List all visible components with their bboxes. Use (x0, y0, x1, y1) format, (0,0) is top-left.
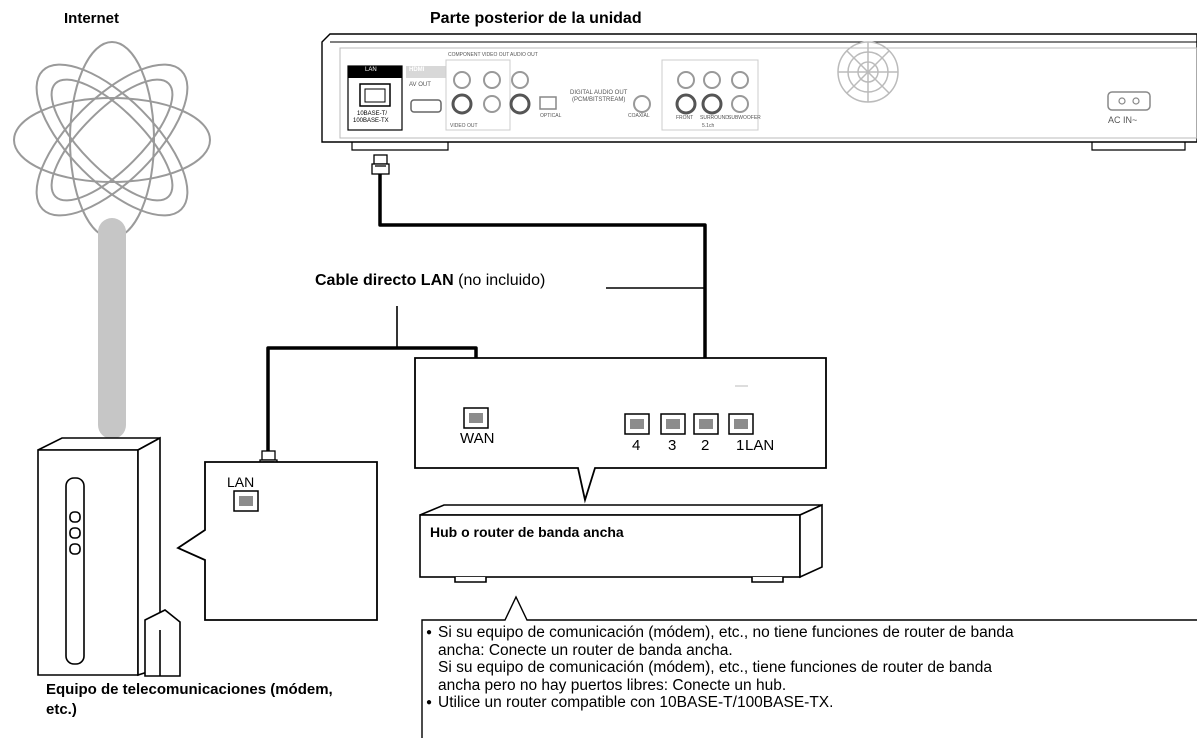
wan-port-label: WAN (460, 430, 495, 447)
router-port-number: 4 (632, 437, 641, 454)
note-line: ancha pero no hay puertos libres: Conect… (438, 676, 787, 694)
router-callout (414, 357, 827, 504)
bullet-icon: ● (426, 697, 433, 708)
modem-lan-label: LAN (227, 474, 255, 490)
bullet-icon: ● (426, 627, 433, 638)
cable-label-pointers (396, 287, 705, 348)
unit-ch-label: 5.1ch (702, 123, 715, 129)
notes-list: ● Si su equipo de comunicación (módem), … (426, 624, 1188, 712)
modem-callout (176, 461, 378, 621)
note-item: ● Utilice un router compatible con 10BAS… (426, 694, 1188, 712)
unit-hdmi-sub: AV OUT (409, 82, 431, 88)
cable-label-note: (no incluido) (458, 272, 546, 289)
unit-rear-panel (321, 33, 1197, 151)
notes-callout (421, 595, 1197, 738)
unit-surround-label: SURROUND (700, 115, 729, 121)
router-lan-ports (624, 413, 754, 435)
unit-pcm-label: (PCM/BITSTREAM) (572, 97, 626, 103)
unit-subwoofer-label: SUBWOOFER (728, 115, 761, 121)
router-port-number: 2 (701, 437, 710, 454)
note-line: ancha: Conecte un router de banda ancha. (438, 641, 733, 659)
router-lan-label: LAN (745, 437, 775, 454)
unit-lan-spec-2: 100BASE-TX (353, 118, 389, 124)
unit-audio-out-label: AUDIO OUT (510, 52, 538, 58)
fan-grill-icon (837, 41, 899, 103)
unit-front-label: FRONT (676, 115, 694, 121)
note-line: Si su equipo de comunicación (módem), et… (438, 624, 1014, 641)
modem-caption-line2: etc.) (46, 701, 77, 718)
modem-device (37, 436, 181, 677)
unit-video-out-label: VIDEO OUT (450, 123, 478, 129)
modem-caption-line1: Equipo de telecomunicaciones (módem, (46, 681, 333, 698)
modem-caption: Equipo de telecomunicaciones (módem, etc… (46, 680, 431, 720)
hub-label: Hub o router de banda ancha (430, 524, 624, 540)
unit-digital-audio-label: DIGITAL AUDIO OUT (570, 90, 628, 96)
unit-ac-in-label: AC IN~ (1108, 115, 1138, 125)
unit-optical-label: OPTICAL (540, 113, 562, 119)
note-item: ● Si su equipo de comunicación (módem), … (426, 624, 1188, 694)
unit-lan-spec-1: 10BASE-T/ (357, 111, 388, 117)
unit-component-label: COMPONENT VIDEO OUT (448, 52, 510, 58)
unit-back-title: Parte posterior de la unidad (430, 10, 642, 27)
note-line: Si su equipo de comunicación (módem), et… (438, 659, 993, 676)
router-port-number: 1 (736, 437, 745, 454)
cable-label-bold: Cable directo LAN (315, 272, 454, 289)
hub-router-device (419, 503, 823, 583)
unit-hdmi-label: HDMI (409, 67, 425, 73)
internet-label: Internet (64, 10, 120, 27)
unit-lan-label: LAN (365, 67, 377, 73)
note-line: Utilice un router compatible con 10BASE-… (438, 694, 834, 711)
unit-coaxial-label: COAXIAL (628, 113, 650, 119)
router-port-number: 3 (668, 437, 677, 454)
cable-label: Cable directo LAN (no incluido) (315, 272, 545, 290)
internet-globe-icon (13, 41, 211, 239)
